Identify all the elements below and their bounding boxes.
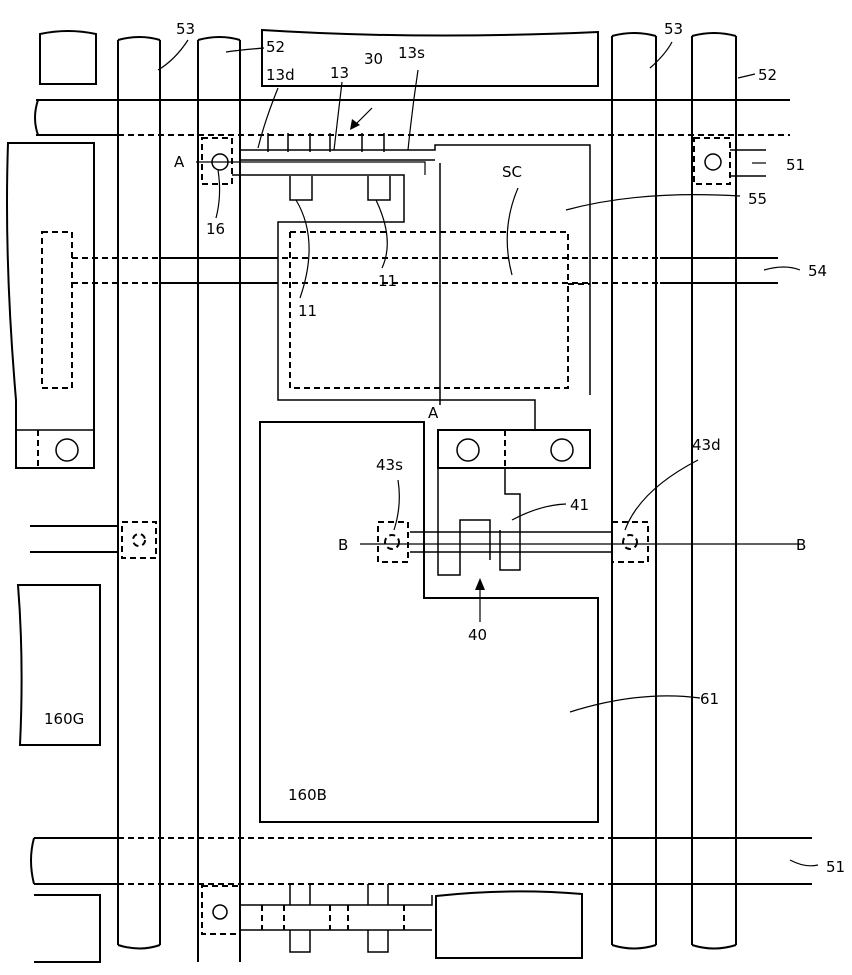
section-lines: [196, 162, 800, 544]
label-43d: 43d: [692, 436, 721, 454]
diagram-labels: 53 52 53 52 13d 13 30 13s A 16 SC 55 51 …: [44, 20, 845, 876]
label-52-right: 52: [758, 66, 777, 84]
label-51-bottom: 51: [826, 858, 845, 876]
circle-contact-icon: [213, 905, 227, 919]
label-61: 61: [700, 690, 719, 708]
label-54: 54: [808, 262, 827, 280]
label-11-right: 11: [378, 272, 397, 290]
label-A-mid: A: [428, 404, 439, 422]
switching-transistor-30: [202, 133, 766, 430]
label-13: 13: [330, 64, 349, 82]
label-B-left: B: [338, 536, 348, 554]
label-11-left: 11: [298, 302, 317, 320]
label-160G: 160G: [44, 710, 84, 728]
label-160B: 160B: [288, 786, 327, 804]
circle-contact-icon: [457, 439, 479, 461]
left-edge-shapes: [7, 31, 118, 962]
bottom-transistor: [202, 884, 582, 958]
label-55: 55: [748, 190, 767, 208]
circle-contact-icon: [56, 439, 78, 461]
data-line-53-right: [612, 33, 656, 949]
label-16: 16: [206, 220, 225, 238]
pixel-electrode-160B: [260, 422, 598, 822]
label-B-right: B: [796, 536, 806, 554]
label-30: 30: [364, 50, 383, 68]
label-A-top: A: [174, 153, 185, 171]
circle-contact-icon: [705, 154, 721, 170]
capacitor-line-54: [72, 258, 778, 283]
bottom-scan-lines: [31, 838, 812, 884]
data-line-53-left: [118, 37, 160, 949]
label-53-left: 53: [176, 20, 195, 38]
label-41: 41: [570, 496, 589, 514]
label-13s: 13s: [398, 44, 425, 62]
label-53-right: 53: [664, 20, 683, 38]
label-43s: 43s: [376, 456, 403, 474]
label-52-left: 52: [266, 38, 285, 56]
label-13d: 13d: [266, 66, 295, 84]
label-40: 40: [468, 626, 487, 644]
circle-contact-icon: [551, 439, 573, 461]
label-51-top: 51: [786, 156, 805, 174]
top-center-pad: [262, 30, 598, 86]
label-SC: SC: [502, 163, 522, 181]
arrow-icon: [350, 108, 485, 622]
